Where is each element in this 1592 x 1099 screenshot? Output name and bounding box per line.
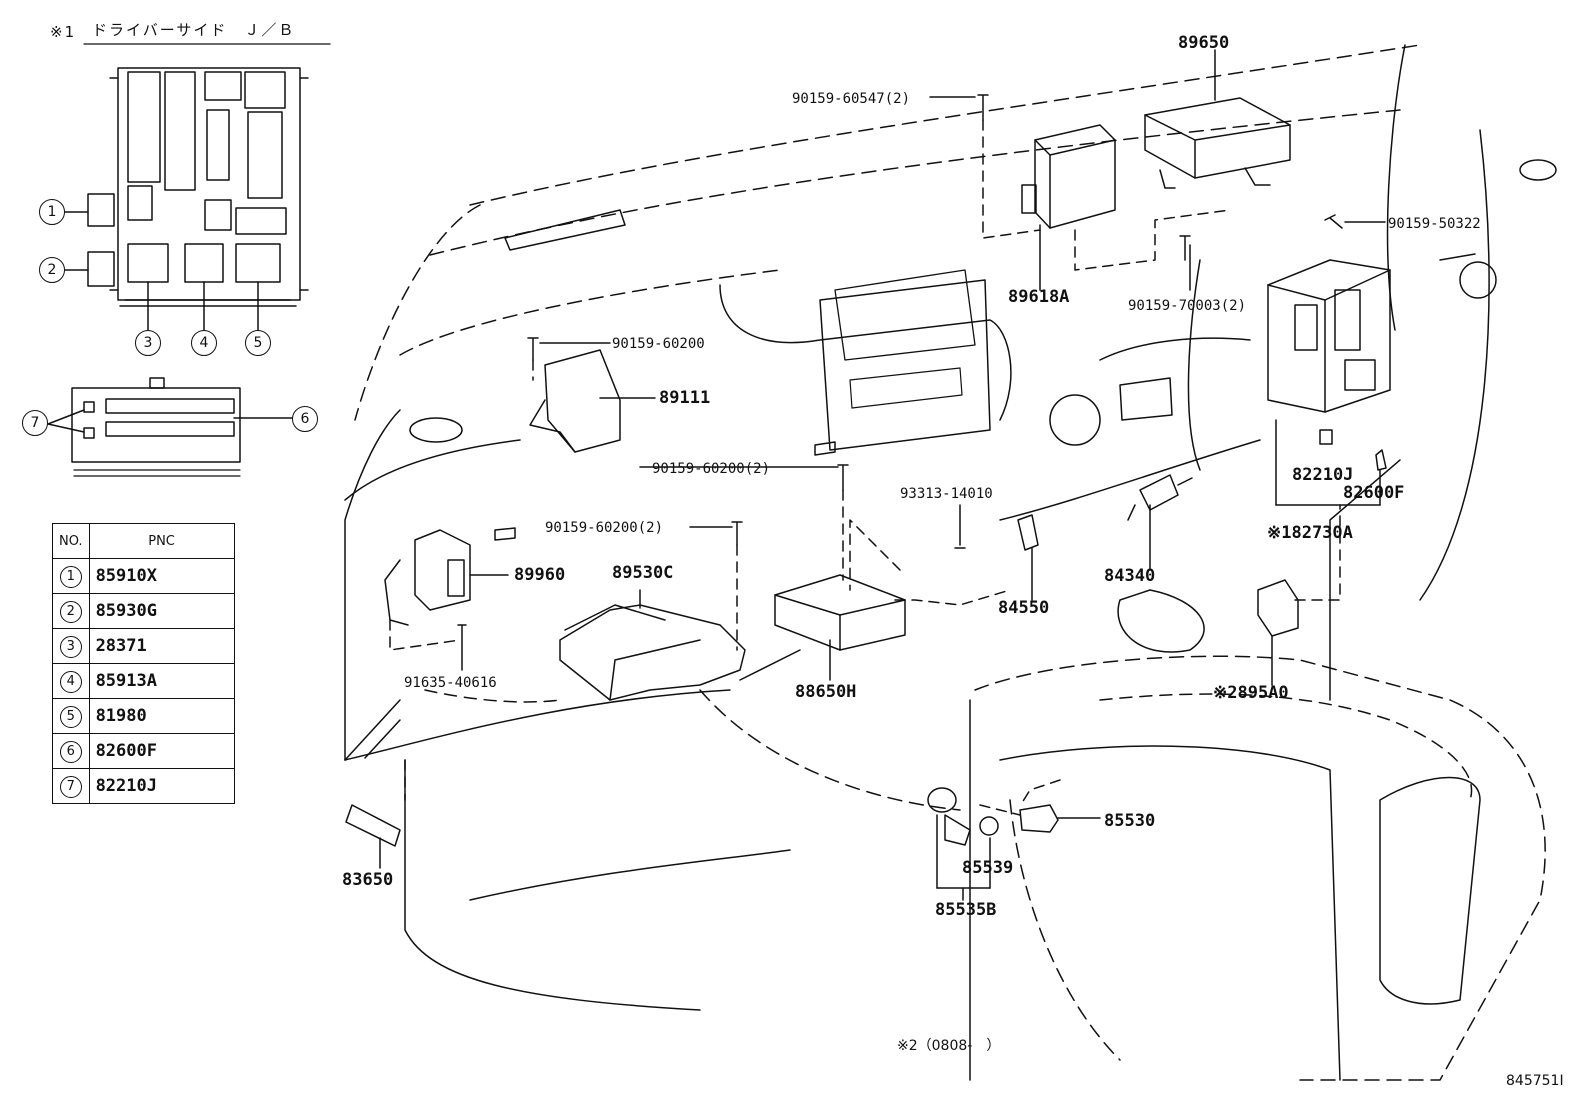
row-pnc: 85930G [88, 593, 235, 629]
label-82600F: 82600F [1343, 483, 1405, 503]
label-91635-40616: 91635-40616 [404, 675, 497, 691]
table-header-pnc: PNC [88, 523, 235, 559]
label-90159-50322: 90159-50322 [1388, 216, 1481, 232]
label-84550: 84550 [998, 598, 1050, 618]
dashboard-outline [344, 44, 1557, 1081]
table-row: 4 85913A [52, 663, 235, 699]
table-row: 2 85930G [52, 593, 235, 629]
row-pnc: 82600F [88, 733, 235, 769]
table-row: 1 85910X [52, 558, 235, 594]
row-pnc: 28371 [88, 628, 235, 664]
label-90159-60200-2a: 90159-60200(2) [652, 461, 771, 477]
inset-marker: ※1 [50, 23, 77, 41]
callout-6: 6 [292, 406, 318, 432]
table-row: 5 81980 [52, 698, 235, 734]
label-85539: 85539 [962, 858, 1014, 878]
row-number: 3 [59, 635, 82, 658]
label-89960: 89960 [514, 565, 566, 585]
table-row: 3 28371 [52, 628, 235, 664]
label-90159-60547: 90159-60547(2) [792, 91, 911, 107]
label-895A0: ※2895A0 [1213, 683, 1289, 703]
callout-3: 3 [135, 330, 161, 356]
row-number: 1 [59, 565, 82, 588]
label-93313-14010: 93313-14010 [900, 486, 993, 502]
label-82730A: ※182730A [1267, 523, 1353, 543]
label-90159-60200: 90159-60200 [612, 336, 705, 352]
row-number: 2 [59, 600, 82, 623]
label-90159-70003: 90159-70003(2) [1128, 298, 1247, 314]
label-89111: 89111 [659, 388, 711, 408]
table-header-row: NO. PNC [52, 523, 235, 559]
table-row: 7 82210J [52, 768, 235, 804]
callout-4: 4 [191, 330, 217, 356]
table-header-no: NO. [52, 523, 90, 559]
label-83650: 83650 [342, 870, 394, 890]
callout-7: 7 [22, 410, 48, 436]
callout-1: 1 [39, 199, 65, 225]
pnc-table: NO. PNC 1 85910X 2 85930G 3 28371 4 8591… [52, 523, 235, 804]
label-84340: 84340 [1104, 566, 1156, 586]
row-pnc: 82210J [88, 768, 235, 804]
junction-block-inset [47, 43, 331, 477]
row-number: 7 [59, 775, 82, 798]
row-number: 5 [59, 705, 82, 728]
label-85535B: 85535B [935, 900, 997, 920]
label-89530C: 89530C [612, 563, 674, 583]
row-pnc: 85913A [88, 663, 235, 699]
row-number: 4 [59, 670, 82, 693]
row-pnc: 81980 [88, 698, 235, 734]
label-89618A: 89618A [1008, 287, 1070, 307]
table-row: 6 82600F [52, 733, 235, 769]
callout-2: 2 [39, 257, 65, 283]
label-88650H: 88650H [795, 682, 857, 702]
label-85530: 85530 [1104, 811, 1156, 831]
row-pnc: 85910X [88, 558, 235, 594]
figure-id: 845751I [1506, 1073, 1564, 1089]
label-90159-60200-2b: 90159-60200(2) [545, 520, 664, 536]
callout-5: 5 [245, 330, 271, 356]
label-89650: 89650 [1178, 33, 1230, 53]
parts [344, 49, 1391, 901]
footnote-2: ※2（0808- ） [897, 1038, 1001, 1054]
inset-title: ドライバーサイド Ｊ／Ｂ [92, 21, 296, 39]
label-82210J: 82210J [1292, 465, 1354, 485]
row-number: 6 [59, 740, 82, 763]
